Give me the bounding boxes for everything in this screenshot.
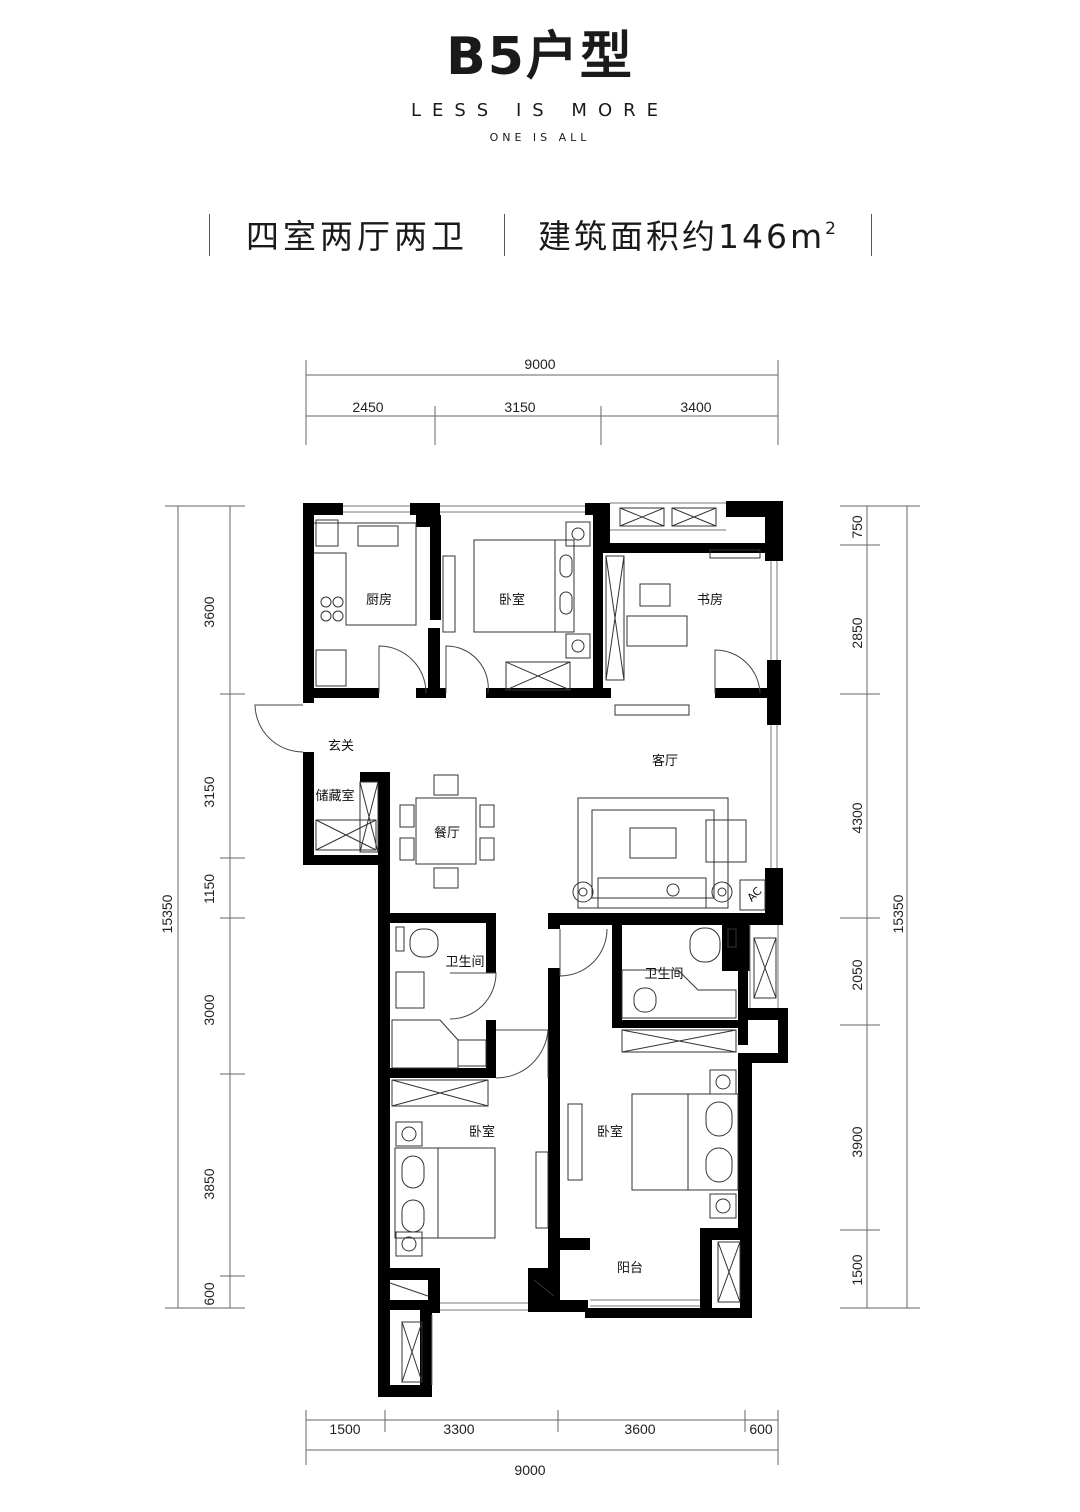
room-label-kitchen: 厨房	[366, 592, 392, 608]
wardrobe	[535, 1151, 549, 1229]
room-label-bedroom-left: 卧室	[469, 1124, 495, 1140]
separator-middle	[504, 214, 505, 256]
toilet-icon	[633, 987, 657, 1013]
stove-burner-icon	[320, 596, 332, 608]
dimension-lines	[165, 360, 920, 1465]
stove-burner-icon	[332, 610, 344, 622]
sub-tagline: ONE IS ALL	[489, 131, 591, 144]
dim-left-5: 3850	[201, 1168, 217, 1199]
dim-bottom-2: 3300	[443, 1421, 474, 1437]
floor-area-superscript: 2	[825, 219, 839, 239]
dining-table	[415, 797, 477, 865]
dim-left-4: 3000	[201, 994, 217, 1025]
armchair	[705, 819, 747, 863]
room-label-balcony: 阳台	[617, 1261, 643, 1276]
dim-left-total: 15350	[159, 894, 175, 933]
coffee-table	[629, 827, 677, 859]
windows	[343, 502, 779, 1385]
room-label-bedroom-right: 卧室	[597, 1124, 623, 1140]
dim-right-6: 1500	[849, 1254, 865, 1285]
room-label-storage: 储藏室	[315, 788, 354, 804]
room-label-bath-left: 卫生间	[445, 955, 484, 970]
dim-right-4: 2050	[849, 959, 865, 990]
dim-top-2: 3150	[504, 399, 535, 415]
dim-left-6: 600	[201, 1282, 217, 1306]
dim-right-total: 15350	[890, 894, 906, 933]
bed-right	[631, 1093, 739, 1191]
bathtub	[689, 927, 721, 963]
room-label-dining: 餐厅	[434, 825, 460, 841]
wardrobe-study	[605, 555, 625, 681]
dim-left-3: 1150	[201, 874, 217, 904]
dim-left-2: 3150	[201, 776, 217, 807]
room-label-foyer: 玄关	[328, 739, 354, 754]
fridge-icon	[315, 519, 339, 547]
separator-left	[209, 214, 210, 256]
dim-bottom-3: 3600	[624, 1421, 655, 1437]
doors	[254, 645, 761, 1079]
nightstand	[565, 521, 591, 547]
floor-area-spec: 建筑面积约146m2	[538, 210, 839, 258]
fixtures	[314, 507, 777, 1383]
page-title: B5户型	[446, 27, 634, 87]
dim-top-total: 9000	[524, 356, 555, 372]
ac-unit	[739, 879, 766, 911]
dim-bottom-4: 600	[749, 1421, 773, 1437]
bed-top	[473, 539, 575, 633]
tagline: LESS IS MORE	[410, 100, 669, 121]
dimension-labels: 9000 2450 3150 3400 1500 3300 3600 600 9…	[159, 356, 906, 1478]
cabinet	[505, 661, 571, 691]
stove-burner-icon	[320, 610, 332, 622]
stove-burner-icon	[332, 596, 344, 608]
washbasin	[395, 971, 425, 1009]
dim-right-1: 750	[849, 515, 865, 539]
room-layout-spec: 四室两厅两卫	[246, 217, 468, 256]
sink-icon	[357, 525, 399, 547]
toilet-icon	[409, 928, 439, 958]
wardrobe-top	[442, 555, 456, 633]
dim-bottom-1: 1500	[329, 1421, 360, 1437]
kitchen-counter	[314, 522, 417, 626]
wardrobe	[567, 1103, 583, 1181]
room-label-bedroom-top: 卧室	[499, 592, 525, 608]
room-label-study: 书房	[697, 592, 723, 608]
room-labels: 厨房 卧室 书房 玄关 客厅 储藏室 餐厅 卫生间 卫生间 卧室 卧室 阳台 A…	[315, 592, 764, 1276]
dim-right-5: 3900	[849, 1126, 865, 1157]
desk	[626, 615, 688, 647]
dim-right-2: 2850	[849, 617, 865, 648]
separator-right	[871, 214, 872, 256]
walls	[303, 501, 788, 1397]
ac-label: AC	[745, 884, 765, 904]
nightstand	[565, 633, 591, 659]
floor-area-text: 建筑面积约146m	[538, 217, 826, 256]
dim-right-3: 4300	[849, 802, 865, 833]
room-label-bath-right: 卫生间	[644, 967, 683, 982]
room-label-living: 客厅	[652, 753, 678, 769]
dim-bottom-total: 9000	[514, 1462, 545, 1478]
tv-unit	[614, 704, 690, 716]
dim-left-1: 3600	[201, 596, 217, 627]
dim-top-3: 3400	[680, 399, 711, 415]
dim-top-1: 2450	[352, 399, 383, 415]
bed-left	[394, 1147, 496, 1239]
